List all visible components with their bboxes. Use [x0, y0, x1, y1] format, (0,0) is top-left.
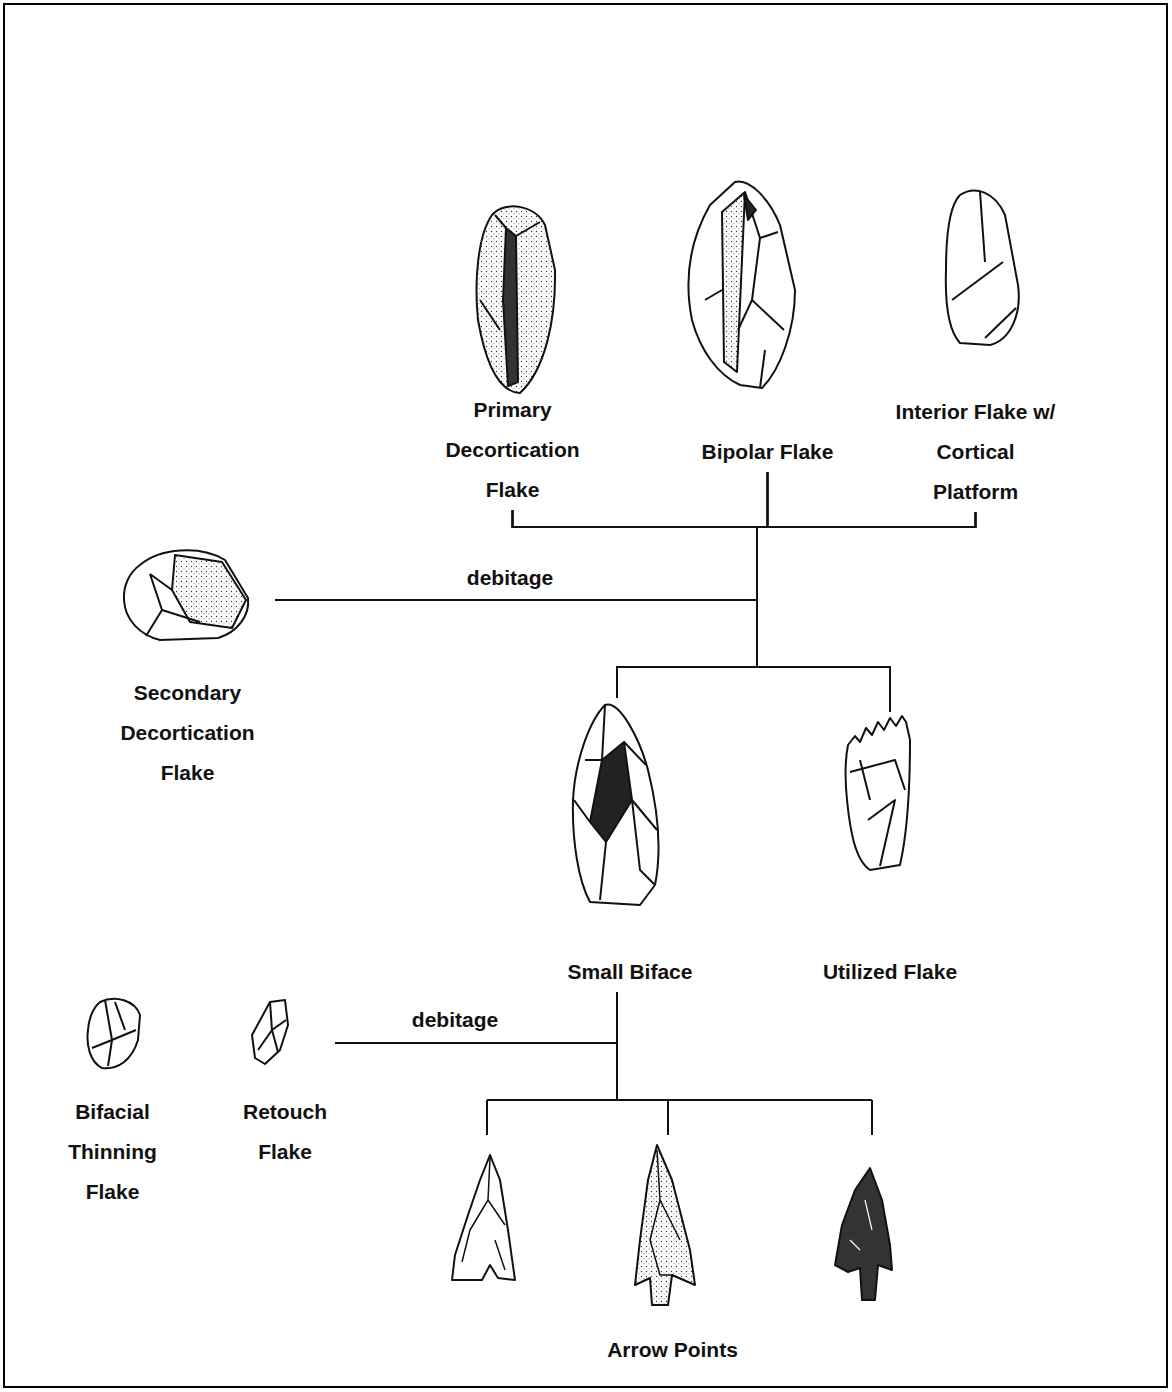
artifact-label: Secondary Decortication Flake: [100, 673, 275, 793]
artifact-label: Primary Decortication Flake: [430, 390, 595, 510]
tree-connector: [275, 510, 757, 600]
arrow-point-drawing: [452, 1155, 515, 1280]
secondary-flake-drawing: [124, 550, 248, 640]
tree-connector: [757, 472, 890, 712]
connector-label: debitage: [464, 565, 556, 591]
artifact-label: Retouch Flake: [235, 1092, 335, 1172]
connector-label: debitage: [409, 1007, 501, 1033]
artifact-node: Interior Flake w/ Cortical Platform: [893, 188, 1058, 512]
artifact-label: Interior Flake w/ Cortical Platform: [893, 392, 1058, 512]
artifact-node: Bipolar Flake: [685, 178, 850, 472]
tree-connector: [275, 512, 976, 600]
artifact-node: Retouch Flake: [235, 998, 335, 1172]
artifact-label: Utilized Flake: [800, 952, 980, 992]
tree-connector: [513, 510, 891, 712]
interior-flake-drawing: [946, 191, 1019, 345]
artifact-label: Small Biface: [550, 952, 710, 992]
arrow-point-drawing: [635, 1145, 695, 1305]
artifact-label: Arrow Points: [440, 1330, 905, 1370]
tree-connector: [513, 510, 758, 698]
bifacial-thinning-flake-drawing: [88, 999, 140, 1068]
tree-connector: [617, 992, 668, 1135]
tree-bracket: [487, 1100, 872, 1135]
retouch-flake-drawing: [252, 1000, 288, 1064]
frame-border: [4, 4, 1167, 1387]
artifact-node: Small Biface: [550, 698, 710, 992]
tree-connector: [335, 992, 617, 1043]
bipolar-flake-drawing: [689, 182, 795, 388]
artifact-node: Secondary Decortication Flake: [100, 545, 275, 793]
small-biface-drawing: [573, 705, 659, 905]
artifact-node: Utilized Flake: [800, 712, 980, 992]
arrow-point-drawing: [835, 1168, 892, 1300]
tree-connector: [757, 512, 976, 712]
artifact-label: Bifacial Thinning Flake: [55, 1092, 170, 1212]
artifact-node: Primary Decortication Flake: [430, 200, 595, 510]
primary-flake-drawing: [477, 206, 556, 393]
artifact-node: Bifacial Thinning Flake: [55, 995, 170, 1212]
artifact-node: Arrow Points: [440, 1135, 905, 1370]
tree-connector: [617, 472, 768, 698]
utilized-flake-drawing: [846, 716, 910, 870]
artifact-label: Bipolar Flake: [685, 432, 850, 472]
tree-connector: [617, 512, 976, 698]
